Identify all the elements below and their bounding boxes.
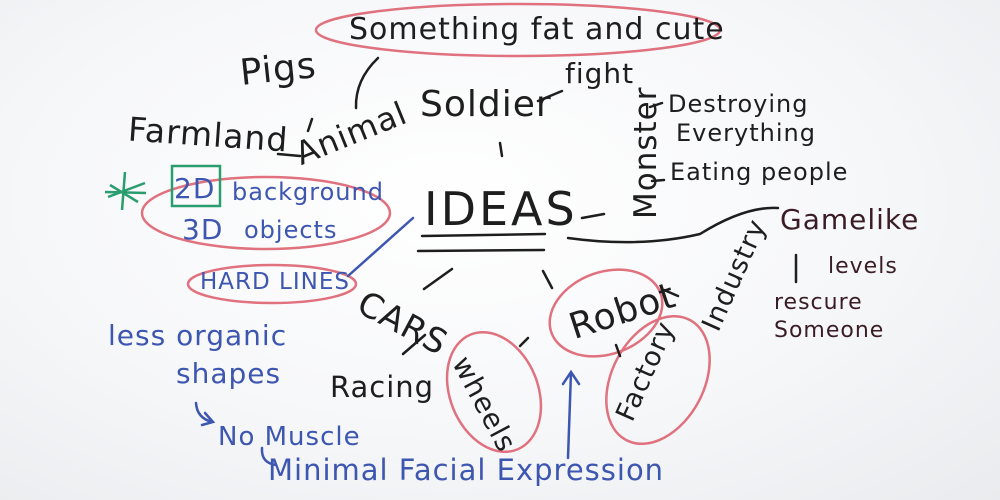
line-ideas-gamelike [566,206,780,244]
line-ideas-hard-lines [346,216,415,278]
node-levels: levels [828,254,898,279]
line-ideas-cars [422,267,454,291]
underline-ideas-1 [420,232,547,238]
arrow-up-robot [561,369,581,460]
node-background: background [232,178,384,206]
line-farmland-animal [276,152,302,158]
line-ideas-monster [580,212,606,220]
line-ideas-robot [541,269,554,290]
ellipse-wheels [445,330,543,454]
underline-ideas-2 [416,248,546,253]
node-destroying: Destroying [668,90,809,118]
node-racing: Racing [330,370,435,404]
ellipse-2d3d [140,175,392,251]
line-something-animal [354,56,380,110]
node-less-organic: less organic [108,319,288,352]
node-shapes: shapes [176,357,282,390]
node-no-muscle: No Muscle [218,422,361,452]
node-someone: Someone [774,318,885,343]
node-monster: Monster [628,86,664,219]
node-something: Something fat and cute [349,12,725,47]
line-soldier-fight [536,89,564,103]
line-monster-destroying [648,101,664,109]
node-hard-lines: HARD LINES [200,269,350,295]
rect-2d [170,164,222,208]
line-robot-wheels [518,336,530,348]
node-fight: fight [565,57,635,90]
node-objects: objects [244,216,338,244]
arrow-minimal [260,446,278,467]
arrow-no-muscle [194,401,216,427]
star-icon [104,171,147,211]
node-rescue: rescure [774,290,863,315]
line-monster-eating [650,178,666,183]
node-eating: Eating people [670,158,849,186]
node-2d: 2D [174,172,216,205]
line-robot-industry [662,288,680,298]
node-gamelike: Gamelike [780,203,920,236]
line-soldier-ideas [498,141,504,158]
ellipse-hard-lines [186,263,358,305]
ellipse-factory [605,314,711,446]
node-pigs: Pigs [238,45,319,94]
node-3d: 3D [182,213,224,246]
node-everything: Everything [676,119,816,147]
node-ideas: IDEAS [424,182,578,236]
node-farmland: Farmland [126,109,290,160]
node-soldier: Soldier [420,84,552,125]
node-minimal: Minimal Facial Expression [268,453,665,487]
line-robot-factory [614,343,622,358]
tick-pigs [306,117,314,133]
ellipse-something [314,2,722,58]
line-cars-racing [401,333,427,356]
